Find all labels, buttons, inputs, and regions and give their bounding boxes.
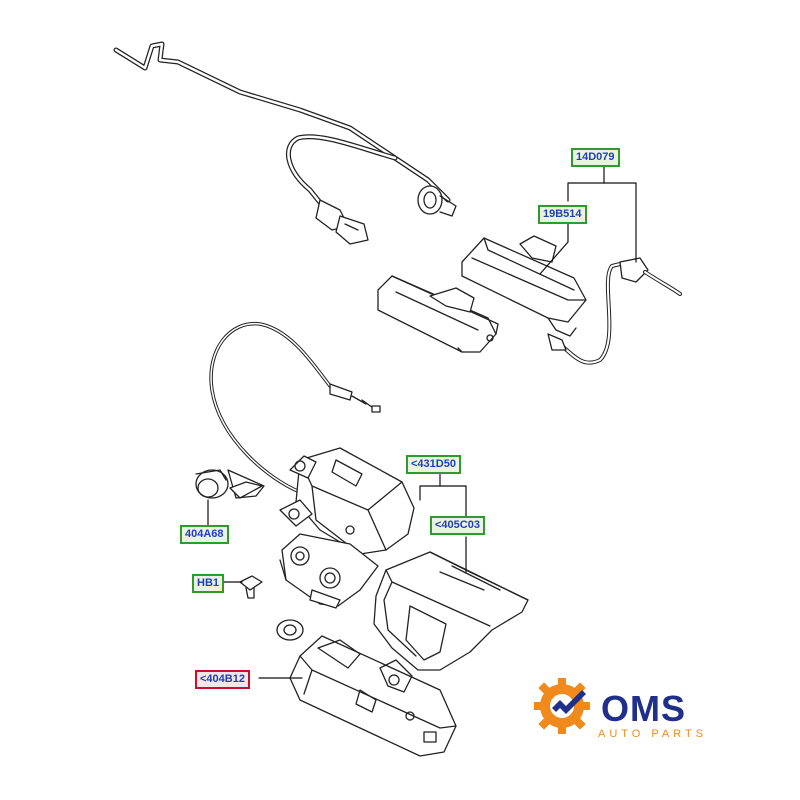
latch-plate [289, 635, 457, 757]
gear-icon [534, 678, 590, 734]
switch-housing [377, 275, 499, 353]
part-label-404a68[interactable]: 404A68 [180, 525, 229, 544]
logo-subtitle: AUTO PARTS [598, 728, 708, 740]
latch-body [279, 533, 379, 609]
latch-cover [373, 551, 529, 671]
part-label-19b514[interactable]: 19B514 [538, 205, 587, 224]
part-label-405c03[interactable]: <405C03 [430, 516, 485, 535]
leader-lines [207, 162, 637, 679]
washer [276, 619, 304, 641]
lock-actuator [279, 447, 415, 555]
part-label-hb1[interactable]: HB1 [192, 574, 225, 593]
bump-stop [195, 469, 263, 499]
logo-name: OMS [601, 688, 687, 729]
part-label-404b12[interactable]: <404B12 [195, 670, 250, 689]
wiring-harness-right [547, 257, 682, 365]
bolt [239, 575, 263, 599]
part-label-431d50[interactable]: <431D50 [406, 455, 461, 474]
release-switch [461, 235, 587, 337]
part-label-14d079[interactable]: 14D079 [571, 148, 620, 167]
wiring-harness-upper [113, 41, 457, 245]
